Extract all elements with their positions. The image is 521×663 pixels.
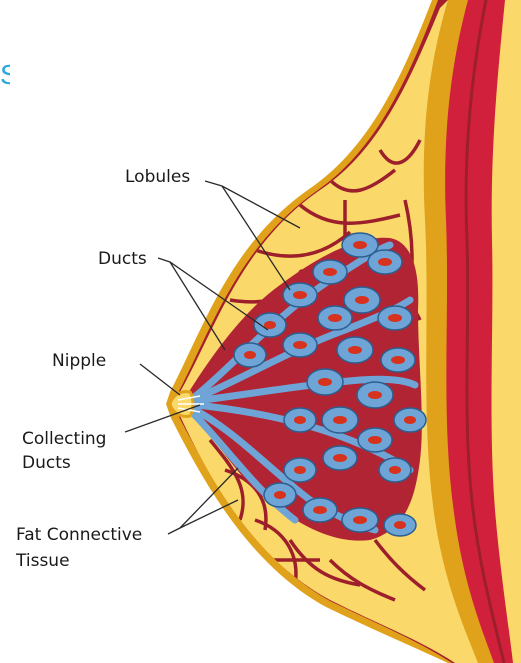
leader-nipple xyxy=(140,364,180,395)
label-lobules: Lobules xyxy=(125,166,190,188)
leader-lobules-1 xyxy=(205,181,300,228)
label-fat-connective-line2: Tissue xyxy=(16,550,70,572)
label-ducts: Ducts xyxy=(98,248,147,270)
label-collecting-ducts-line1: Collecting xyxy=(22,428,106,450)
cropped-text-fragment: S xyxy=(0,60,10,90)
label-fat-connective-line1: Fat Connective xyxy=(16,524,142,546)
label-collecting-ducts-line2: Ducts xyxy=(22,452,71,474)
label-nipple: Nipple xyxy=(52,350,106,372)
